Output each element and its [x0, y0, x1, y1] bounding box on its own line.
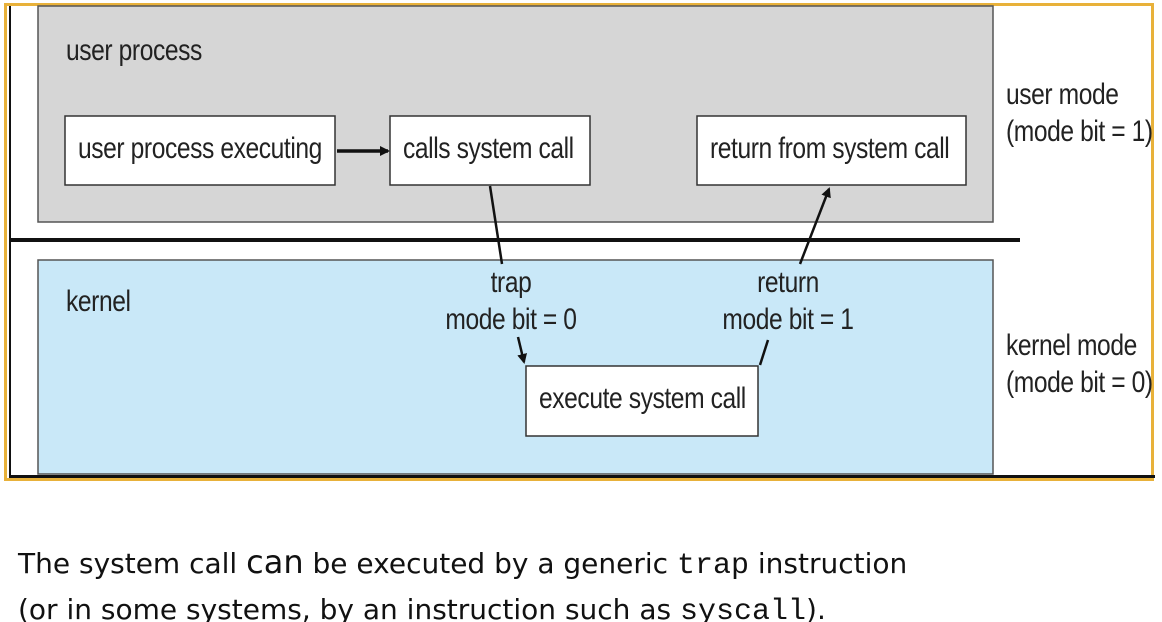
caption-text-can: can — [246, 543, 304, 581]
caption-text-1: The system call — [18, 547, 247, 580]
return-from-syscall-label: return from system call — [710, 132, 950, 165]
execute-syscall-box — [525, 365, 759, 437]
caption-text-4: (or in some systems, by an instruction s… — [18, 593, 680, 622]
return-from-syscall-box — [696, 115, 967, 186]
user-mode-label: user mode — [1006, 78, 1119, 111]
caption-line-2: (or in some systems, by an instruction s… — [18, 588, 907, 622]
system-call-diagram — [9, 5, 1020, 475]
user-region — [37, 5, 994, 223]
return-arrow-upper — [798, 187, 831, 265]
return-label: return — [757, 266, 819, 299]
caption-text-3: instruction — [748, 547, 908, 580]
caption-code-trap: trap — [676, 549, 749, 583]
caption-code-syscall: syscall — [679, 595, 807, 622]
trap-mode-bit-label: mode bit = 0 — [445, 303, 577, 336]
execute-syscall-label: execute system call — [539, 382, 746, 415]
kernel-region-label: kernel — [66, 285, 131, 318]
return-line-lower — [758, 339, 770, 366]
kernel-mode-bit-label: (mode bit = 0) — [1006, 366, 1153, 399]
return-mode-bit-label: mode bit = 1 — [722, 303, 854, 336]
caption-text-5: ). — [806, 593, 826, 622]
kernel-mode-label: kernel mode — [1006, 329, 1137, 362]
caption-text-2: be executed by a generic — [303, 547, 677, 580]
kernel-region — [37, 259, 994, 475]
calls-syscall-label: calls system call — [403, 132, 574, 165]
user-mode-bit-label: (mode bit = 1) — [1006, 115, 1153, 148]
caption-line-1: The system call can be executed by a gen… — [18, 540, 907, 588]
user-region-label: user process — [66, 34, 202, 67]
user-executing-label: user process executing — [78, 132, 322, 165]
calls-syscall-box — [389, 115, 591, 186]
trap-line-upper — [488, 185, 504, 265]
caption: The system call can be executed by a gen… — [18, 540, 907, 622]
trap-label: trap — [490, 266, 532, 299]
trap-arrow-lower — [516, 336, 527, 364]
user-executing-box — [64, 115, 336, 186]
